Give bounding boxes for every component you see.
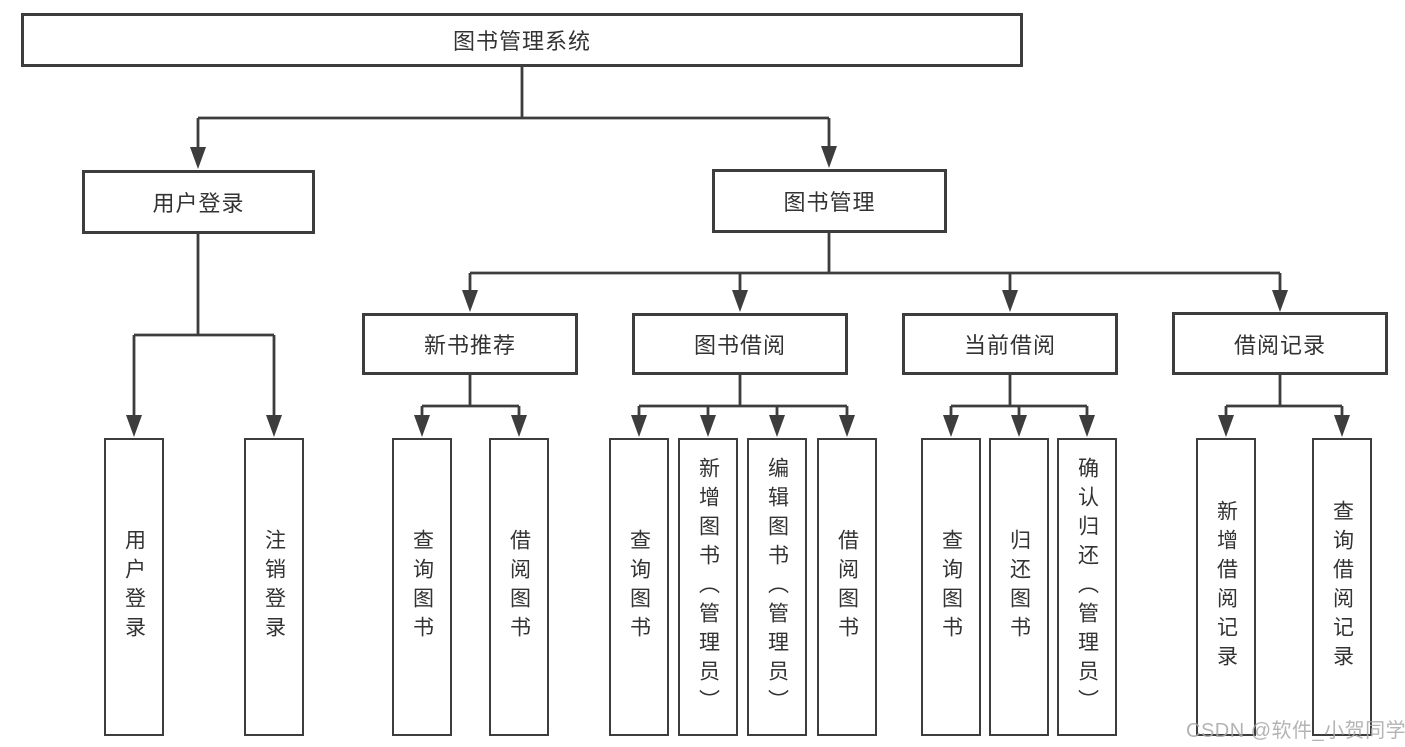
leaf-query-books-borrowing: 查询图书: [609, 438, 669, 736]
leaf-borrow-books-newrec-label: 借阅图书: [507, 529, 531, 645]
leaf-borrow-books-borrowing: 借阅图书: [817, 438, 877, 736]
leaf-add-borrow-record: 新增借阅记录: [1196, 438, 1256, 736]
leaf-confirm-return-admin-label: 确认归还（管理员）: [1075, 456, 1099, 718]
csdn-watermark: CSDN @软件_小贺同学: [1186, 720, 1405, 742]
node-new-book-recommendation: 新书推荐: [362, 313, 578, 375]
leaf-add-books-admin: 新增图书（管理员）: [678, 438, 738, 736]
leaf-add-borrow-record-label: 新增借阅记录: [1214, 500, 1238, 674]
leaf-query-borrow-record-label: 查询借阅记录: [1330, 500, 1354, 674]
leaf-query-books-newrec: 查询图书: [392, 438, 452, 736]
node-library-management-system: 图书管理系统: [21, 13, 1023, 67]
leaf-query-books-borrowing-label: 查询图书: [627, 529, 651, 645]
node-user-login: 用户登录: [82, 170, 315, 234]
node-borrowing-records: 借阅记录: [1172, 312, 1388, 375]
leaf-return-books-label: 归还图书: [1007, 529, 1031, 645]
leaf-edit-books-admin-label: 编辑图书（管理员）: [765, 456, 789, 718]
leaf-logout-login: 注销登录: [244, 438, 304, 736]
leaf-borrow-books-newrec: 借阅图书: [489, 438, 549, 736]
leaf-return-books: 归还图书: [989, 438, 1049, 736]
arrowheads: [126, 146, 1350, 437]
node-book-management: 图书管理: [712, 169, 947, 233]
leaf-confirm-return-admin: 确认归还（管理员）: [1057, 438, 1117, 736]
node-current-borrowing: 当前借阅: [902, 313, 1118, 375]
leaf-query-books-newrec-label: 查询图书: [410, 529, 434, 645]
leaf-user-login-label: 用户登录: [122, 529, 146, 645]
leaf-query-borrow-record: 查询借阅记录: [1312, 438, 1372, 736]
leaf-borrow-books-borrowing-label: 借阅图书: [835, 529, 859, 645]
leaf-edit-books-admin: 编辑图书（管理员）: [747, 438, 807, 736]
leaf-logout-login-label: 注销登录: [262, 529, 286, 645]
leaf-add-books-admin-label: 新增图书（管理员）: [696, 456, 720, 718]
leaf-query-books-current: 查询图书: [921, 438, 981, 736]
leaf-query-books-current-label: 查询图书: [939, 529, 963, 645]
leaf-user-login: 用户登录: [104, 438, 164, 736]
node-book-borrowing: 图书借阅: [632, 313, 848, 375]
